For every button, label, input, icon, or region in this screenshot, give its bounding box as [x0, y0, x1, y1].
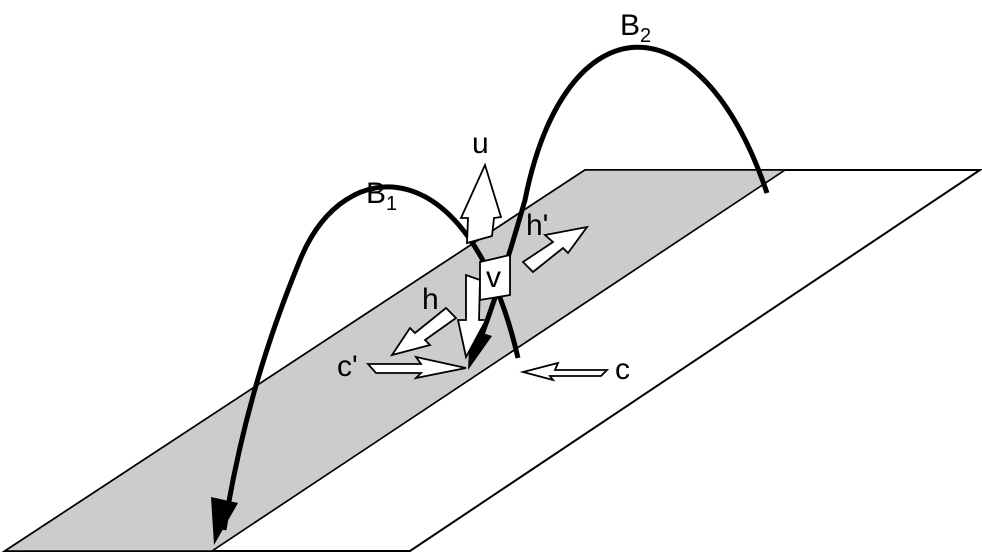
label-h-prime: h' — [526, 209, 548, 242]
arrow-h-prime — [521, 225, 590, 274]
label-c: c — [615, 353, 630, 386]
label-b1: B1 — [366, 177, 397, 215]
band-edge — [211, 169, 786, 552]
arrow-u — [459, 162, 503, 245]
loop-b1-arrowhead — [211, 497, 238, 545]
label-h: h — [422, 283, 439, 316]
label-c-prime: c' — [337, 350, 358, 383]
loop-b1 — [221, 184, 521, 531]
label-u: u — [472, 127, 489, 160]
arrow-h — [389, 306, 458, 357]
v-panel — [479, 253, 511, 302]
arrow-c-prime — [365, 355, 467, 380]
arrow-c — [519, 361, 610, 382]
label-b2: B2 — [620, 9, 651, 47]
label-v: v — [486, 261, 501, 294]
